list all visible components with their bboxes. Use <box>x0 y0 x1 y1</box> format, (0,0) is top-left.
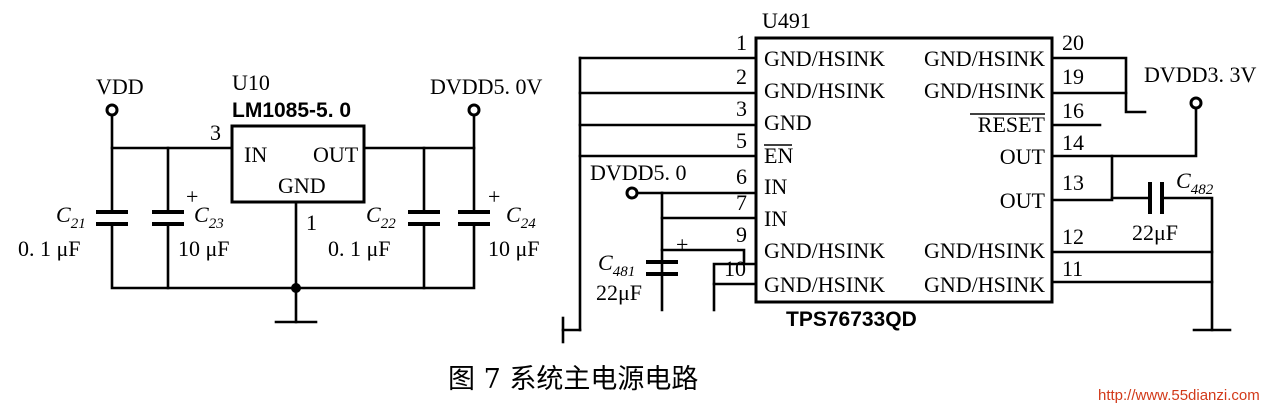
svg-text:GND/HSINK: GND/HSINK <box>924 272 1045 297</box>
u10-part-label: LM1085-5. 0 <box>232 99 351 122</box>
left-pin-labels: GND/HSINK GND/HSINK GND EN IN IN GND/HSI… <box>764 46 885 297</box>
u491-ref-label: U491 <box>762 8 811 33</box>
svg-text:IN: IN <box>764 206 787 231</box>
svg-text:IN: IN <box>764 174 787 199</box>
u10-pin3-number: 3 <box>210 120 221 145</box>
figure-caption: 图 7 系统主电源电路 <box>448 364 698 395</box>
svg-text:1: 1 <box>736 30 747 55</box>
u10-ref-label: U10 <box>232 70 270 95</box>
dvdd5v-out-terminal <box>467 103 481 117</box>
svg-text:16: 16 <box>1062 98 1084 123</box>
c23-name: C23 <box>194 202 224 232</box>
left-pin-numbers: 1 2 3 5 6 7 9 10 <box>724 30 747 281</box>
c22-name: C22 <box>366 202 396 232</box>
svg-text:6: 6 <box>736 164 747 189</box>
vdd-label: VDD <box>96 74 144 99</box>
svg-text:13: 13 <box>1062 170 1084 195</box>
svg-text:GND: GND <box>764 110 812 135</box>
svg-text:20: 20 <box>1062 30 1084 55</box>
en-pin-label: EN <box>764 143 793 168</box>
c23-capacitor <box>152 210 184 226</box>
c23-value: 10 μF <box>178 236 230 261</box>
svg-text:11: 11 <box>1062 256 1083 281</box>
svg-text:7: 7 <box>736 190 747 215</box>
dvdd3v3-out-terminal <box>1189 96 1203 110</box>
svg-text:GND/HSINK: GND/HSINK <box>764 272 885 297</box>
u10-regulator-body <box>230 124 366 204</box>
c21-name: C21 <box>56 202 86 232</box>
lm1085-circuit: U10 LM1085-5. 0 IN OUT GND 3 1 VDD DVDD5… <box>18 70 543 324</box>
u10-pin-out-label: OUT <box>313 142 359 167</box>
c481-plus-sign: + <box>676 232 688 257</box>
c481-capacitor <box>646 260 678 276</box>
svg-text:19: 19 <box>1062 64 1084 89</box>
svg-text:10: 10 <box>724 256 746 281</box>
right-pin-labels: GND/HSINK GND/HSINK RESET OUT OUT GND/HS… <box>924 46 1046 297</box>
svg-text:14: 14 <box>1062 130 1084 155</box>
tps76733-circuit: U491 TPS76733QD DVDD5. 0 + C481 22μF 1 2… <box>561 8 1257 344</box>
u491-regulator-body <box>754 36 1054 304</box>
c23-plus-sign: + <box>186 184 198 209</box>
c24-plus-sign: + <box>488 184 500 209</box>
u10-pin-in-label: IN <box>244 142 267 167</box>
svg-text:9: 9 <box>736 222 747 247</box>
c24-name: C24 <box>506 202 536 232</box>
svg-text:GND/HSINK: GND/HSINK <box>924 78 1045 103</box>
c24-value: 10 μF <box>488 236 540 261</box>
c481-name: C481 <box>598 250 635 280</box>
svg-text:OUT: OUT <box>1000 144 1046 169</box>
dvdd5v-out-label: DVDD5. 0V <box>430 74 543 99</box>
svg-text:3: 3 <box>736 96 747 121</box>
c481-value: 22μF <box>596 280 642 305</box>
dvdd5-in-label: DVDD5. 0 <box>590 160 687 185</box>
vdd-terminal <box>105 103 119 117</box>
svg-text:OUT: OUT <box>1000 188 1046 213</box>
c21-capacitor <box>96 210 128 226</box>
svg-text:GND/HSINK: GND/HSINK <box>924 238 1045 263</box>
svg-text:GND/HSINK: GND/HSINK <box>764 238 885 263</box>
svg-text:GND/HSINK: GND/HSINK <box>924 46 1045 71</box>
u491-part-label: TPS76733QD <box>786 308 917 331</box>
c482-capacitor <box>1148 182 1164 214</box>
dvdd5-in-terminal <box>625 186 639 200</box>
svg-text:5: 5 <box>736 128 747 153</box>
ground-junction <box>291 283 301 293</box>
svg-text:12: 12 <box>1062 224 1084 249</box>
c24-capacitor <box>458 210 490 226</box>
u10-pin1-number: 1 <box>306 210 317 235</box>
c22-capacitor <box>408 210 440 226</box>
u10-pin-gnd-label: GND <box>278 173 326 198</box>
c482-value: 22μF <box>1132 220 1178 245</box>
c21-value: 0. 1 μF <box>18 236 81 261</box>
reset-pin-label: RESET <box>978 112 1046 137</box>
svg-text:2: 2 <box>736 64 747 89</box>
right-pin-numbers: 20 19 16 14 13 12 11 <box>1062 30 1084 281</box>
c22-value: 0. 1 μF <box>328 236 391 261</box>
c482-name: C482 <box>1176 168 1214 198</box>
svg-text:GND/HSINK: GND/HSINK <box>764 78 885 103</box>
dvdd3v3-out-label: DVDD3. 3V <box>1144 62 1257 87</box>
watermark: http://www.55dianzi.com <box>1098 387 1260 404</box>
svg-text:GND/HSINK: GND/HSINK <box>764 46 885 71</box>
